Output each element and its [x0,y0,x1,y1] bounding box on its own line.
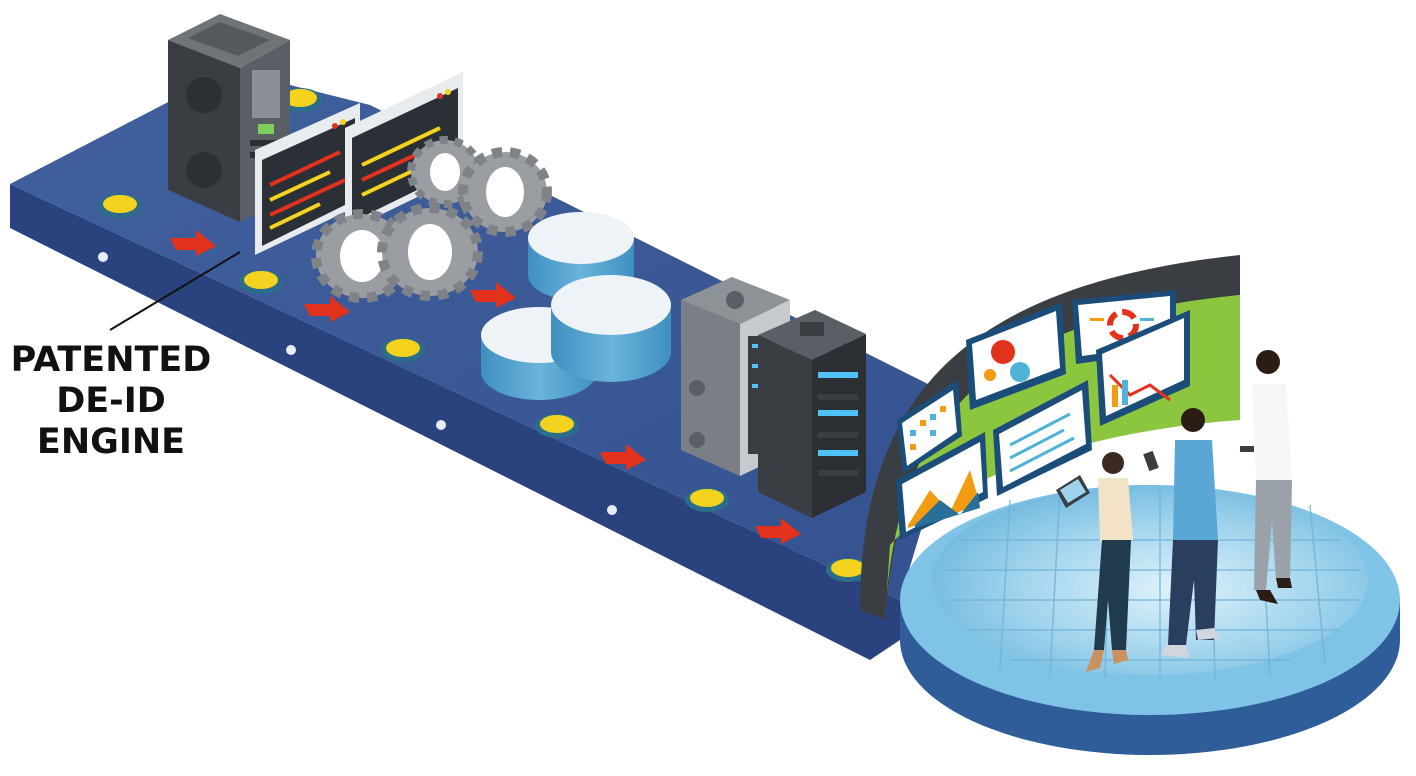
round-stage [900,485,1400,755]
yellow-light-icon [535,414,579,438]
person-icon [1240,350,1292,604]
person-icon [1143,408,1220,658]
phone-icon [1240,446,1254,452]
gear-icon [458,147,552,237]
dashboard-screen-icon [896,432,988,540]
server-tower-icon [168,14,290,222]
server-rack-icon [758,310,866,518]
dashboard-screen-icon [1096,310,1190,426]
yellow-light-icon [98,194,142,218]
gear-icon [377,203,483,301]
database-icon [551,275,671,382]
arrow-icon [755,518,801,544]
yellow-light-icon [685,488,729,512]
dashboard-screen-icon [897,380,962,474]
yellow-light-icon [239,270,283,294]
callout-line-2: DE-ID [56,381,166,421]
arrow-icon [170,230,216,256]
callout-line-1: PATENTED [10,340,212,380]
phone-icon [1143,450,1159,472]
person-icon [1056,452,1133,672]
callout-line-3: ENGINE [36,422,186,462]
dashboard-screen-icon [966,302,1066,410]
arrow-icon [470,282,516,308]
arrow-icon [304,296,350,322]
yellow-light-icon [826,558,870,582]
flow-arrows [170,230,801,544]
callout-leader-line [109,251,241,331]
arrow-icon [600,444,646,470]
yellow-light-icon [381,338,425,362]
tablet-icon [1056,475,1090,508]
engine-callout-label: PATENTED DE-ID ENGINE [6,340,216,463]
dashboard-screen-icon [993,380,1092,496]
